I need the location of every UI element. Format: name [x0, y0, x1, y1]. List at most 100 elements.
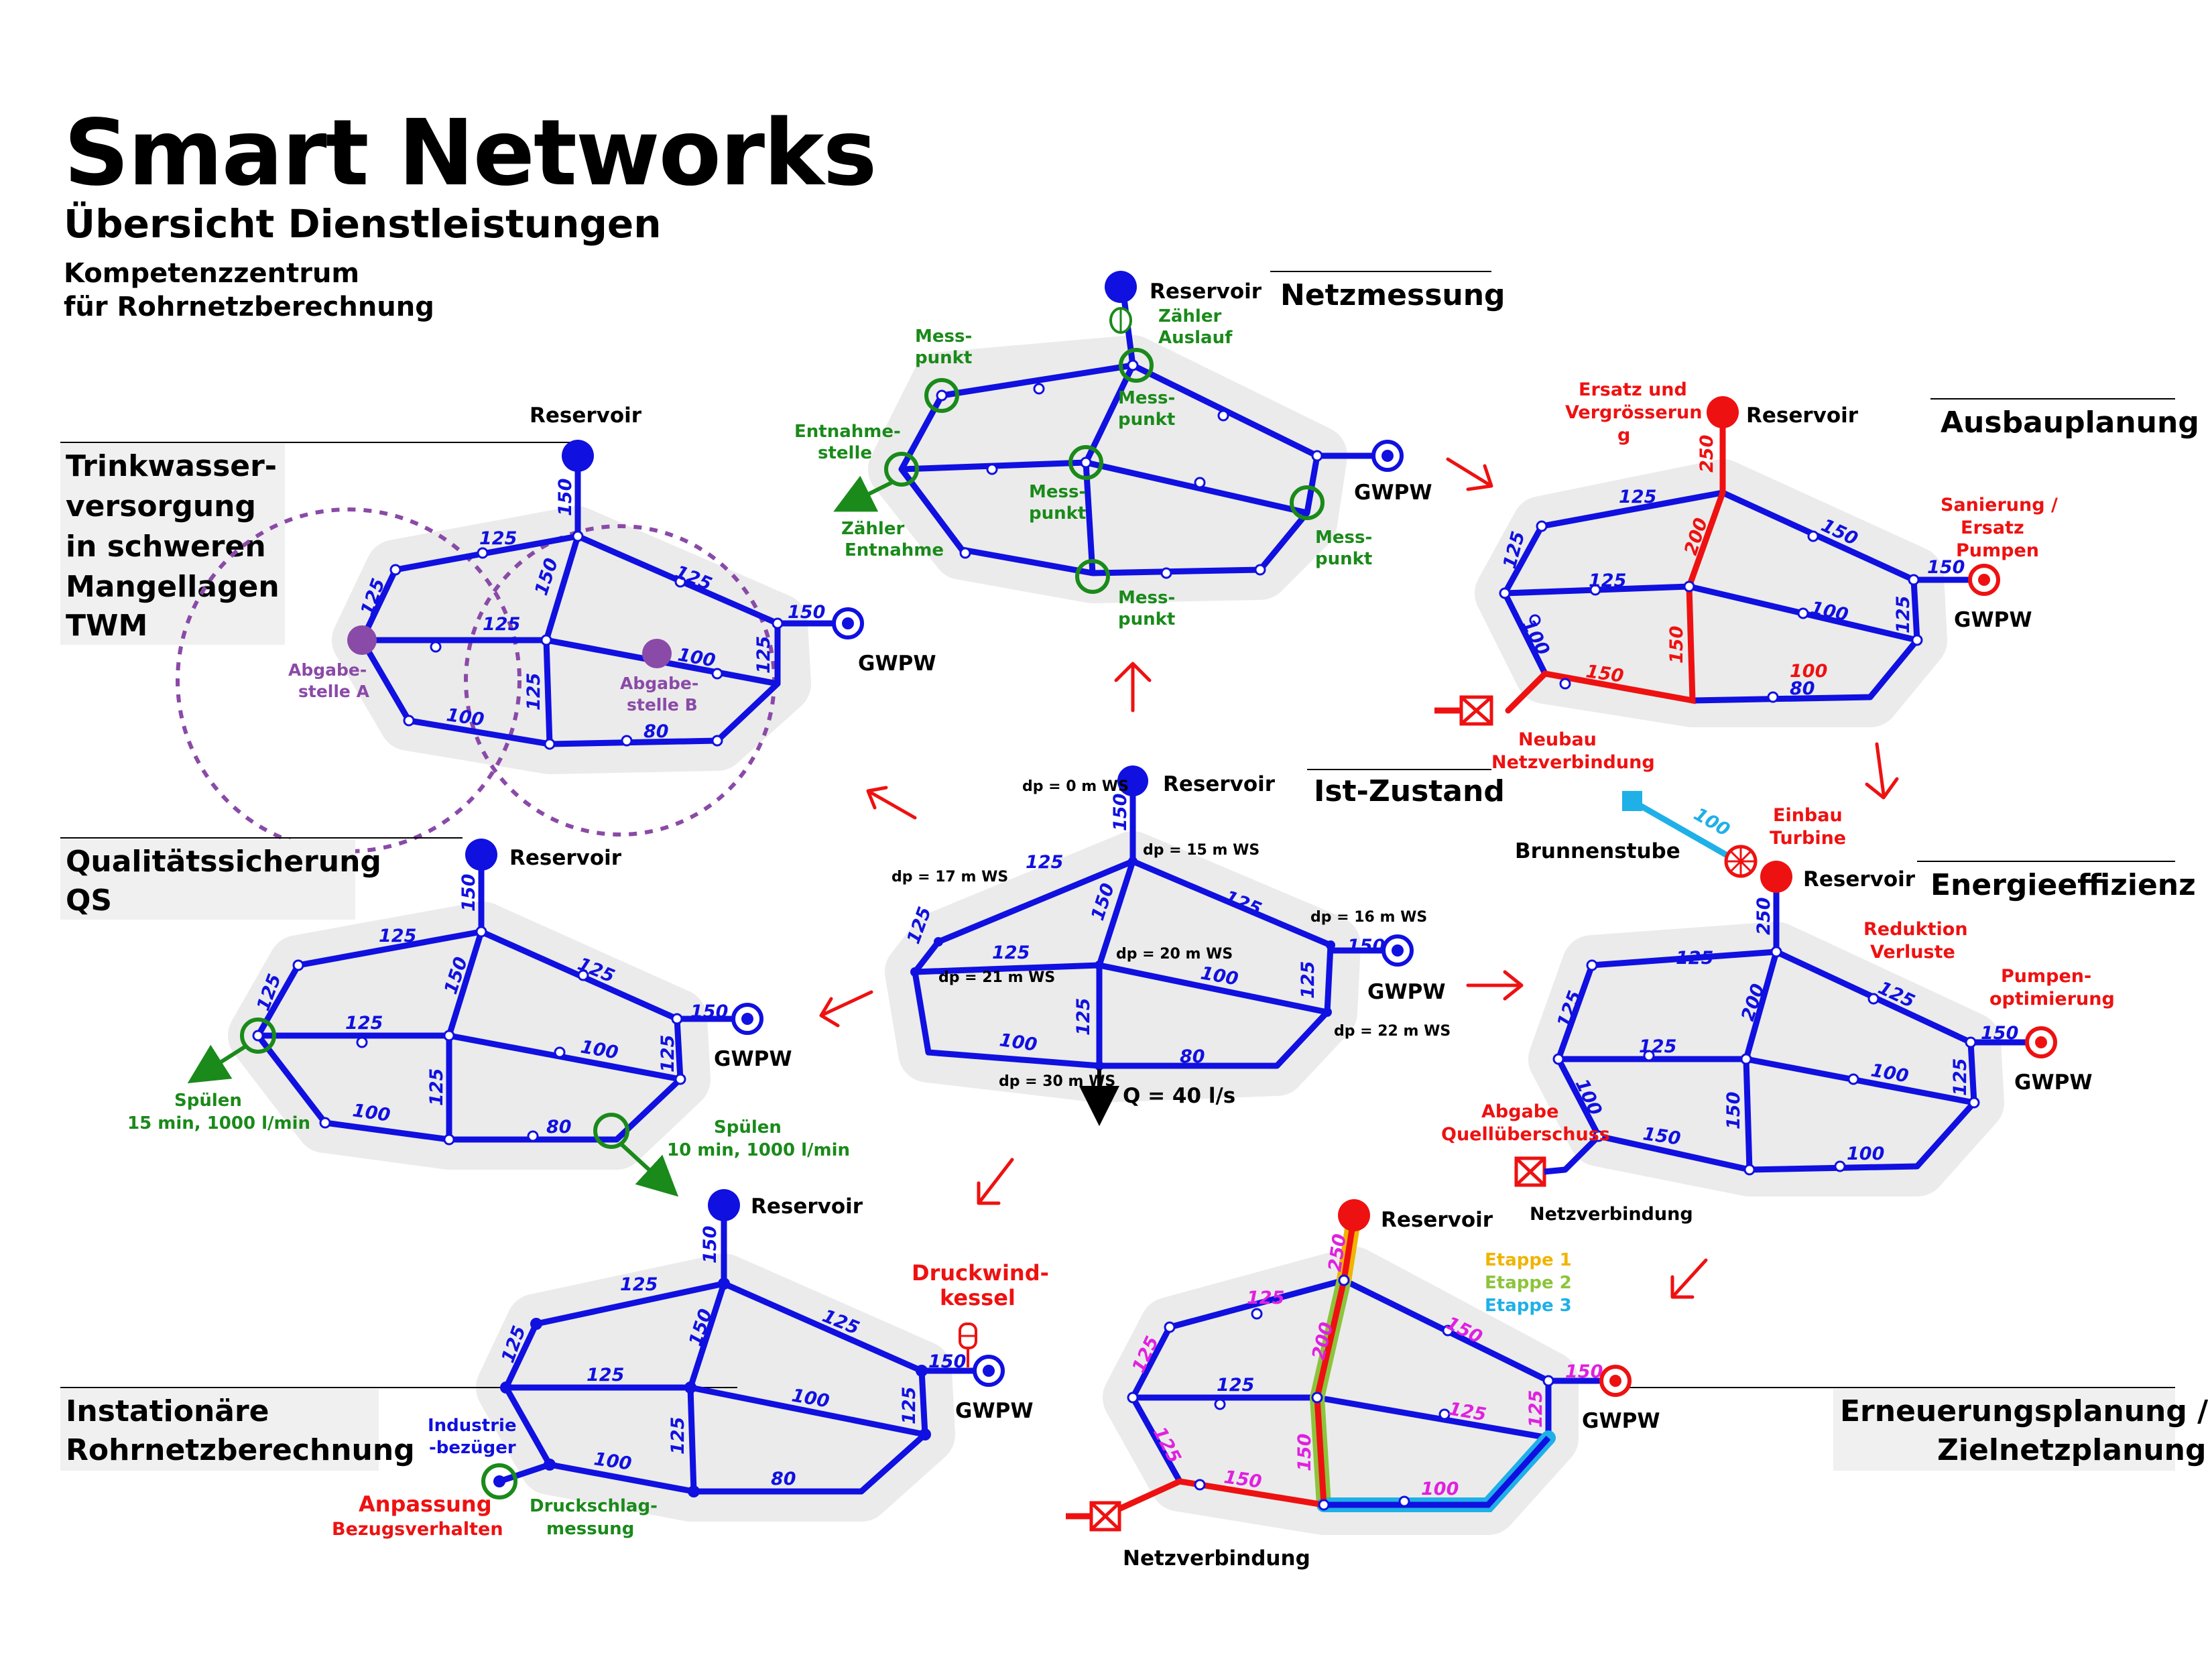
label-measuring-point: punkt	[1029, 503, 1086, 524]
hydrant-flush-icon	[240, 1018, 276, 1054]
section-title-energieeffizienz: Energieeffizienz	[1930, 868, 2196, 902]
label-withdrawal-point: stelle	[818, 443, 872, 463]
valve-icon	[1434, 695, 1493, 726]
label-gwpw: GWPW	[1367, 980, 1446, 1004]
label-pump-renovation: Pumpen	[1956, 540, 2039, 561]
label-gwpw: GWPW	[858, 652, 936, 676]
section-title-panel	[60, 839, 355, 920]
pipe-diameter-label: 125	[658, 1035, 678, 1072]
pipe-diameter-label: 150	[1666, 626, 1687, 664]
label-measuring-point: Mess-	[1118, 388, 1175, 408]
network-netzmessung: Netzmessung Reservoir GWPW Zähler Auslau…	[794, 271, 1506, 629]
pipe-diameter-label: 125	[479, 528, 517, 549]
label-measuring-point: Mess-	[1315, 528, 1372, 548]
label-distribution-point-a: Abgabe-	[288, 660, 367, 680]
section-title-netzmessung: Netzmessung	[1280, 278, 1506, 312]
label-measuring-point: Mess-	[915, 326, 972, 347]
pipe-diameter-label: 125	[345, 1013, 383, 1034]
label-network-connection: Netzverbindung	[1123, 1546, 1310, 1571]
pipe-diameter-label: 150	[458, 874, 479, 912]
reservoir-icon	[562, 440, 594, 472]
pipe-diameter-label: 125	[899, 1387, 920, 1424]
arrow-icon	[1865, 742, 1899, 800]
measuring-point-icon	[924, 378, 959, 413]
label-adapt-consumption: Anpassung	[359, 1491, 492, 1517]
pipe-diameter-label: 80	[771, 1469, 796, 1489]
label-measuring-point: punkt	[1118, 410, 1175, 430]
pipe-diameter-label: 150	[555, 479, 576, 516]
label-gwpw: GWPW	[955, 1399, 1034, 1423]
pipe-diameter-label: 125	[587, 1365, 624, 1386]
reservoir-icon	[1117, 765, 1148, 796]
arrow-icon	[977, 1158, 1014, 1205]
distribution-point-a-icon	[347, 625, 377, 655]
valve-icon	[1514, 1156, 1566, 1187]
turbine-icon	[1724, 845, 1758, 878]
pipe-diameter-label: 125	[483, 614, 520, 635]
label-reservoir: Reservoir	[1150, 280, 1262, 304]
section-title-qs: Qualitätssicherung	[66, 845, 381, 879]
label-meter-outlet: Zähler	[1158, 306, 1221, 326]
label-withdrawal-point: Entnahme-	[794, 422, 901, 442]
pipe-diameter-label: 125	[1247, 1288, 1284, 1308]
label-measuring-point: punkt	[1315, 549, 1372, 569]
label-network-connection: Netzverbindung	[1530, 1204, 1693, 1225]
reservoir-icon	[465, 839, 497, 871]
label-replacement: Vergrösserun	[1565, 402, 1702, 423]
pipe-diameter-label: 125	[1619, 487, 1656, 507]
label-surge-measurement: Druckschlag-	[530, 1496, 658, 1516]
pipe-diameter-label: 125	[1526, 1390, 1546, 1428]
network-ausbauplanung: Ausbauplanung Reservoir GWPW Ersatz und …	[1434, 379, 2199, 773]
pipe-diameter-label: 150	[1981, 1023, 2018, 1044]
label-replacement: Ersatz und	[1579, 379, 1687, 400]
pipe-diameter-label: 80	[1790, 678, 1815, 699]
arrow-icon	[819, 990, 873, 1028]
label-pressure-vessel: kessel	[940, 1285, 1016, 1310]
legend-stage-3: Etappe 3	[1485, 1296, 1572, 1316]
pipe-diameter-label: 80	[1180, 1046, 1205, 1067]
pipe-diameter-label: 125	[992, 942, 1030, 963]
pressure-vessel-icon	[959, 1323, 977, 1367]
pipe-diameter-label: 150	[690, 1001, 728, 1022]
pipe-diameter-label: 100	[1790, 661, 1827, 682]
measuring-point-icon	[1068, 445, 1103, 480]
label-meter-withdrawal: Entnahme	[845, 540, 944, 560]
pipe-diameter-label: 125	[1893, 596, 1914, 633]
label-replacement: g	[1617, 425, 1630, 446]
pipe-diameter-label: 100	[1847, 1144, 1884, 1164]
measuring-point-icon	[1075, 559, 1110, 594]
label-new-connection: Netzverbindung	[1491, 752, 1655, 773]
measuring-point-icon	[1290, 485, 1325, 520]
label-flush-2: 10 min, 1000 l/min	[667, 1140, 850, 1160]
pipe-diameter-label: 150	[1347, 936, 1385, 957]
organisation-line-2: für Rohrnetzberechnung	[64, 292, 434, 322]
label-new-connection: Neubau	[1518, 729, 1597, 750]
label-measuring-point: Mess-	[1118, 588, 1175, 608]
reservoir-icon	[1338, 1199, 1370, 1231]
label-loss-reduction: Verluste	[1870, 942, 1955, 963]
pipe-diameter-label: 125	[1217, 1375, 1254, 1396]
section-title-panel	[1833, 1389, 2175, 1471]
section-title-twm: Trinkwasser-	[66, 449, 277, 483]
reservoir-icon	[1105, 271, 1137, 303]
source-pipe	[1630, 798, 1731, 859]
reservoir-icon	[708, 1189, 740, 1221]
pipe-diameter-label: 100	[1421, 1479, 1459, 1499]
pipe-diameter-label: 80	[643, 721, 669, 742]
section-title-qs: QS	[66, 883, 112, 918]
surge-measurement-icon	[481, 1463, 517, 1499]
label-pressure-vessel: Druckwind-	[912, 1260, 1049, 1286]
pipe-diameter-label: 250	[1754, 898, 1774, 935]
pipe-diameter-label: 80	[546, 1117, 572, 1138]
label-reservoir: Reservoir	[1381, 1208, 1493, 1232]
label-reservoir: Reservoir	[1746, 404, 1859, 428]
pipe-diameter-label: 150	[1565, 1361, 1603, 1382]
label-reservoir: Reservoir	[1163, 772, 1276, 796]
reservoir-icon	[1760, 861, 1792, 893]
label-flow: Q = 40 l/s	[1123, 1084, 1235, 1108]
measuring-point-icon	[1119, 348, 1154, 383]
label-reservoir: Reservoir	[751, 1194, 863, 1219]
distribution-point-b-icon	[642, 639, 672, 668]
label-reservoir: Reservoir	[509, 846, 622, 870]
